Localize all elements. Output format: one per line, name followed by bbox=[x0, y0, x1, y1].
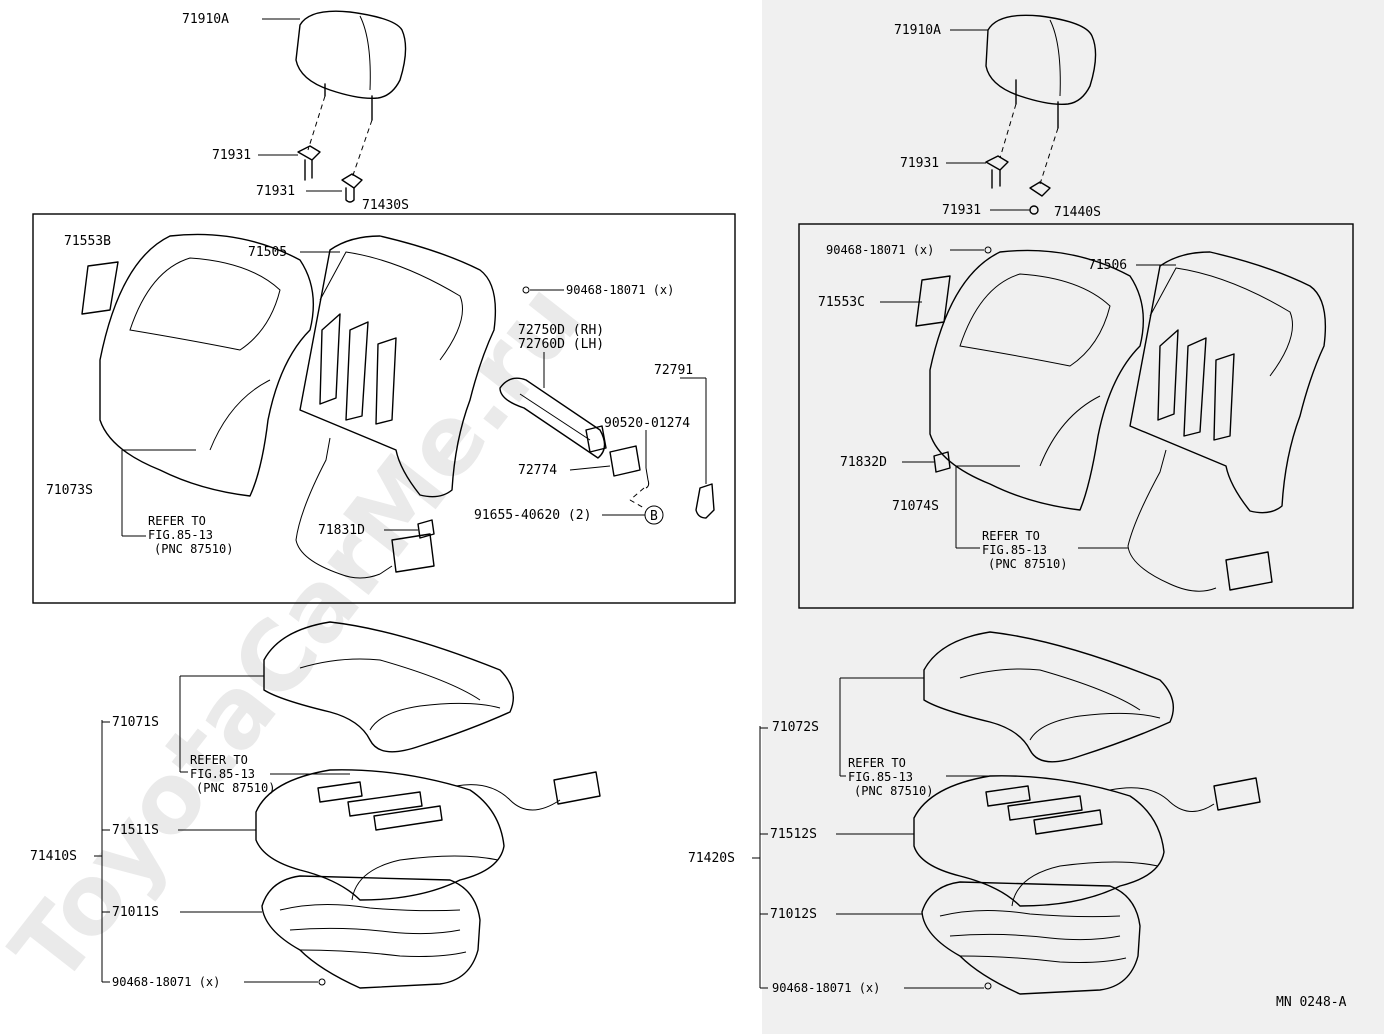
left-back-assy-box bbox=[32, 213, 736, 604]
right-cushion-refer3: (PNC 87510) bbox=[854, 784, 933, 798]
right-back-cover[interactable] bbox=[929, 249, 1145, 511]
left-harness[interactable] bbox=[295, 437, 435, 579]
right-label-support-upper: 71931 bbox=[900, 156, 939, 171]
left-back-frame[interactable] bbox=[299, 235, 497, 498]
left-label-cushion-cover: 71071S bbox=[112, 715, 159, 730]
left-cushion-refer2: FIG.85-13 bbox=[190, 767, 255, 781]
left-label-lumbar-lh: 72760D (LH) bbox=[518, 337, 604, 352]
right-back-frame[interactable] bbox=[1129, 251, 1327, 514]
right-cushion-clip-icon[interactable] bbox=[984, 982, 992, 990]
left-cushion-frame[interactable] bbox=[261, 875, 481, 989]
left-label-back-frame: 71505 bbox=[248, 245, 287, 260]
right-label-bracket: 71832D bbox=[840, 455, 887, 470]
watermark-text: ToyotaCarMe.ru bbox=[0, 263, 603, 1004]
right-label-support-lower: 71931 bbox=[942, 203, 981, 218]
right-refer-line1: REFER TO bbox=[982, 529, 1040, 543]
right-label-back-frame: 71506 bbox=[1088, 258, 1127, 273]
left-label-cushion-clip: 90468-18071 (x) bbox=[112, 975, 220, 989]
right-label-headrest: 71910A bbox=[894, 23, 941, 38]
left-label-cushion-assy: 71410S bbox=[30, 849, 77, 864]
left-screw[interactable] bbox=[645, 467, 650, 489]
footer-code: MN 0248-A bbox=[1276, 995, 1347, 1010]
right-cushion-refer2: FIG.85-13 bbox=[848, 770, 913, 784]
right-cushion-refer1: REFER TO bbox=[848, 756, 906, 770]
right-cushion-pad[interactable] bbox=[913, 775, 1261, 907]
left-headrest[interactable] bbox=[295, 10, 407, 179]
right-head-support-lower[interactable] bbox=[1029, 181, 1051, 215]
left-label-headrest: 71910A bbox=[182, 12, 229, 27]
left-b-mark bbox=[644, 505, 664, 525]
left-refer-line1: REFER TO bbox=[148, 514, 206, 528]
right-headrest[interactable] bbox=[985, 14, 1097, 185]
right-refer-line2: FIG.85-13 bbox=[982, 543, 1047, 557]
right-label-clip: 90468-18071 (x) bbox=[826, 243, 934, 257]
left-label-cushion-frame: 71011S bbox=[112, 905, 159, 920]
left-label-back-assy: 71430S bbox=[362, 198, 409, 213]
left-cushion-refer1: REFER TO bbox=[190, 753, 248, 767]
left-pad-b[interactable] bbox=[81, 261, 119, 315]
right-cushion-cover[interactable] bbox=[923, 631, 1174, 763]
right-panel-background bbox=[762, 0, 1384, 1034]
right-label-back-assy: 71440S bbox=[1054, 205, 1101, 220]
left-seat-group: 71910A 71931 71931 71430S 71553B bbox=[30, 10, 736, 989]
right-head-support-upper[interactable] bbox=[985, 155, 1009, 189]
left-cushion-refer3: (PNC 87510) bbox=[196, 781, 275, 795]
left-label-lumbar-rh: 72750D (RH) bbox=[518, 323, 604, 338]
left-knob[interactable] bbox=[695, 483, 715, 519]
left-cushion-clip-icon[interactable] bbox=[318, 978, 326, 986]
left-head-support-lower[interactable] bbox=[341, 173, 363, 203]
right-label-pad-c: 71553C bbox=[818, 295, 865, 310]
right-bracket[interactable] bbox=[933, 451, 951, 473]
left-label-screw: 90520-01274 bbox=[604, 416, 690, 431]
left-label-knob: 72791 bbox=[654, 363, 693, 378]
left-label-support-upper: 71931 bbox=[212, 148, 251, 163]
left-b-mark-text: B bbox=[650, 509, 658, 524]
right-label-cushion-pad: 71512S bbox=[770, 827, 817, 842]
left-clip-icon[interactable] bbox=[522, 286, 530, 294]
left-lever[interactable] bbox=[609, 445, 641, 477]
right-clip-icon[interactable] bbox=[984, 246, 992, 254]
right-harness[interactable] bbox=[1127, 449, 1273, 592]
left-label-bracket: 71831D bbox=[318, 523, 365, 538]
left-label-cushion-pad: 71511S bbox=[112, 823, 159, 838]
right-label-cushion-cover: 71072S bbox=[772, 720, 819, 735]
right-label-back-cover: 71074S bbox=[892, 499, 939, 514]
left-cushion-pad[interactable] bbox=[255, 769, 601, 901]
left-label-spring: 91655-40620 (2) bbox=[474, 508, 591, 523]
left-label-back-cover: 71073S bbox=[46, 483, 93, 498]
left-label-pad-b: 71553B bbox=[64, 234, 111, 249]
left-cushion-cover[interactable] bbox=[263, 621, 514, 753]
right-label-cushion-clip: 90468-18071 (x) bbox=[772, 981, 880, 995]
right-label-cushion-frame: 71012S bbox=[770, 907, 817, 922]
left-back-cover[interactable] bbox=[99, 233, 315, 497]
left-refer-line3: (PNC 87510) bbox=[154, 542, 233, 556]
right-cushion-frame[interactable] bbox=[921, 881, 1141, 995]
left-bracket[interactable] bbox=[417, 519, 435, 539]
right-seat-group: 71910A 71931 71931 71440S 90468-18071 (x… bbox=[688, 14, 1354, 995]
right-label-cushion-assy: 71420S bbox=[688, 851, 735, 866]
left-label-support-lower: 71931 bbox=[256, 184, 295, 199]
right-back-assy-box bbox=[798, 223, 1354, 609]
left-label-lever: 72774 bbox=[518, 463, 557, 478]
right-refer-line3: (PNC 87510) bbox=[988, 557, 1067, 571]
left-label-clip: 90468-18071 (x) bbox=[566, 283, 674, 297]
left-refer-line2: FIG.85-13 bbox=[148, 528, 213, 542]
left-lumbar-support[interactable] bbox=[499, 377, 607, 459]
left-head-support-upper[interactable] bbox=[297, 145, 321, 181]
